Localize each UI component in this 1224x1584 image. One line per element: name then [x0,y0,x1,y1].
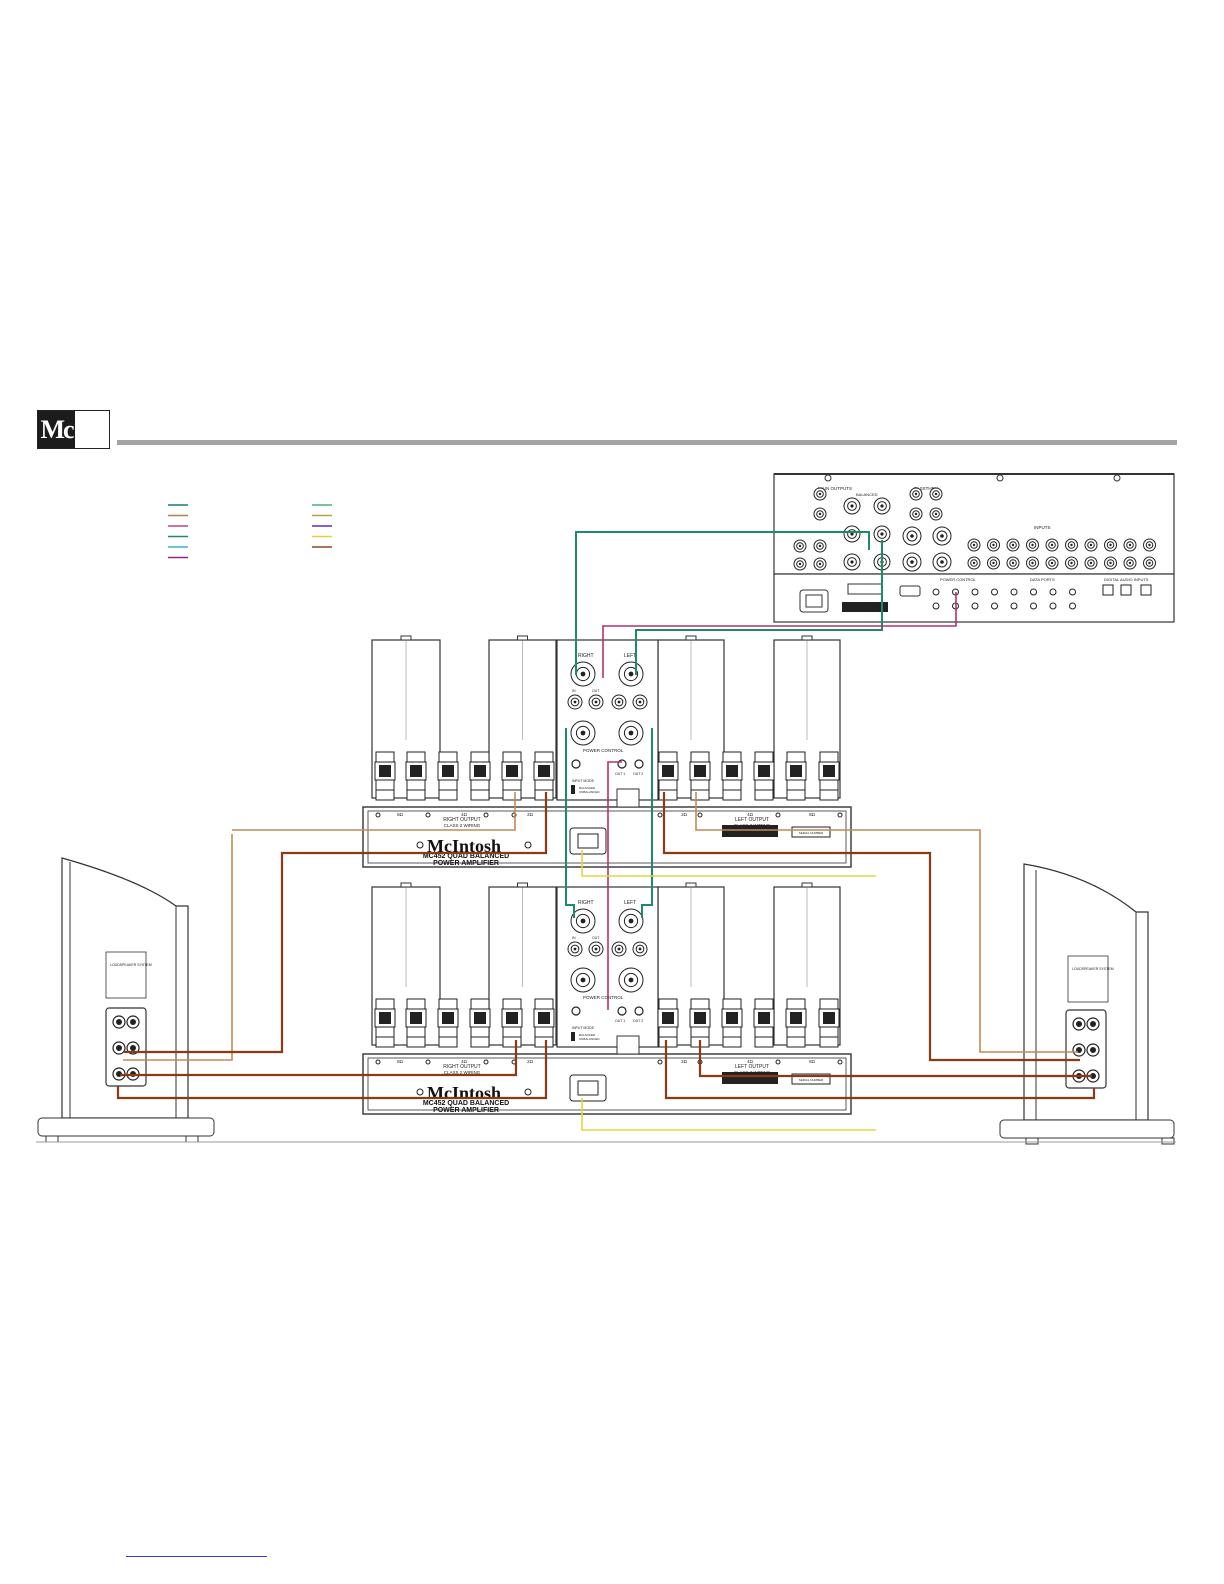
digital-audio-inputs-label: DIGITAL AUDIO INPUTS [1104,577,1149,582]
serial-number-label: SERIAL NUMBER [799,1078,824,1082]
channel-left-label: LEFT [624,900,636,906]
cable-power-control-daisychain [607,761,622,1010]
speaker-left-label: LOUDSPEAKER SYSTEM [110,963,152,967]
passthru-label: PASSTHRU [914,486,938,491]
speaker-wire-right-a-top [232,792,516,831]
loudspeaker-left: LOUDSPEAKER SYSTEM [37,857,215,1143]
cable-preamp-left-to-amp [635,540,883,675]
speaker-right-terminals [1072,1017,1100,1083]
speaker-wire-right-b [124,792,548,1054]
input-mode-label: INPUT MODE [572,779,595,783]
cable-amp-left-loop [641,728,653,918]
in-label: IN [572,936,576,940]
left-output-label: LEFT OUTPUT [735,1064,769,1070]
speaker-wire-right-a [123,834,233,1061]
footer-link-underline [126,1556,267,1557]
wiring-label-right: CLASS 2 WIRING [444,823,481,828]
header-rule [117,440,1177,445]
cable-color-legend [168,504,332,559]
speaker-wire-left-c [698,1040,1092,1078]
mcintosh-logo: Mc [37,410,110,449]
data-ports-label: DATA PORTS [1030,577,1055,582]
balanced-label: BALANCED [856,492,878,497]
wiring-label-right: CLASS 2 WIRING [444,1070,481,1075]
speaker-wire-left-a [662,792,1080,1062]
ohm-label: 4Ω [747,812,754,817]
ohm-label: 4Ω [461,812,468,817]
out1-label: OUT 1 [615,772,625,776]
power-control-label: POWER CONTROL [940,577,977,582]
serial-number-label: SERIAL NUMBER [799,831,824,835]
loudspeaker-right: LOUDSPEAKER SYSTEM [999,863,1175,1145]
right-output-label: RIGHT OUTPUT [443,817,480,823]
inputs-label: INPUTS [1034,525,1051,530]
ohm-label: 2Ω [681,1059,688,1064]
speaker-wire-left-b [695,792,1078,1053]
logo-mark: Mc [38,411,75,448]
preamplifier-rear-panel: MAIN OUTPUTS BALANCED PASSTHRU INPUTS PO… [773,473,1175,623]
channel-left-label: LEFT [624,653,636,659]
balanced-label: BALANCED [579,786,596,790]
out-label: OUT [592,689,600,693]
amp-model-label: MC452 QUAD BALANCED [423,1100,509,1107]
out-label: OUT [592,936,600,940]
out1-label: OUT 1 [615,1019,625,1023]
right-output-label: RIGHT OUTPUT [443,1064,480,1070]
ohm-label: 8Ω [809,1059,816,1064]
speaker-right-label: LOUDSPEAKER SYSTEM [1072,967,1114,971]
unbalanced-label: UNBALANCED [579,1037,600,1041]
speaker-wire-right-d [116,1040,548,1100]
power-cord-top [581,850,876,877]
balanced-label: BALANCED [579,1033,596,1037]
ohm-label: 4Ω [461,1059,468,1064]
cable-preamp-right-to-amp [575,531,870,675]
cable-amp-right-loop [565,728,575,918]
channel-right-label: RIGHT [578,653,594,659]
power-control-label: POWER CONTROL [583,995,624,1000]
amp-brand-logo: McIntosh [427,836,501,856]
cables [116,531,1096,1131]
unbalanced-label: UNBALANCED [579,790,600,794]
ohm-label: 2Ω [527,812,534,817]
amp-model-label: MC452 QUAD BALANCED [423,853,509,860]
out2-label: OUT 2 [633,1019,643,1023]
power-cord-bottom [581,1098,876,1131]
left-output-label: LEFT OUTPUT [735,817,769,823]
power-amplifier-bottom: RIGHT LEFT IN OUT POWER CONTROL OUT 1 OUT 2 INP… [362,882,852,1115]
ohm-label: 8Ω [809,812,816,817]
input-mode-label: INPUT MODE [572,1026,595,1030]
cable-power-control-preamp [602,592,957,678]
speaker-wire-right-c [120,1040,518,1077]
amp-type-label: POWER AMPLIFIER [433,860,499,867]
power-amplifier-top: RIGHT LEFT IN OUT POWER CONTROL OUT 1 OUT 2 INP… [362,635,852,868]
speaker-wire-left-d [664,1040,1096,1100]
main-outputs-label: MAIN OUTPUTS [818,486,852,491]
ohm-label: 8Ω [397,812,404,817]
preamp-jacks [793,487,1156,610]
ohm-label: 8Ω [397,1059,404,1064]
amp-type-label: POWER AMPLIFIER [433,1107,499,1114]
power-control-label: POWER CONTROL [583,748,624,753]
in-label: IN [572,689,576,693]
ohm-label: 4Ω [747,1059,754,1064]
channel-right-label: RIGHT [578,900,594,906]
out2-label: OUT 2 [633,772,643,776]
ohm-label: 2Ω [527,1059,534,1064]
ohm-label: 2Ω [681,812,688,817]
